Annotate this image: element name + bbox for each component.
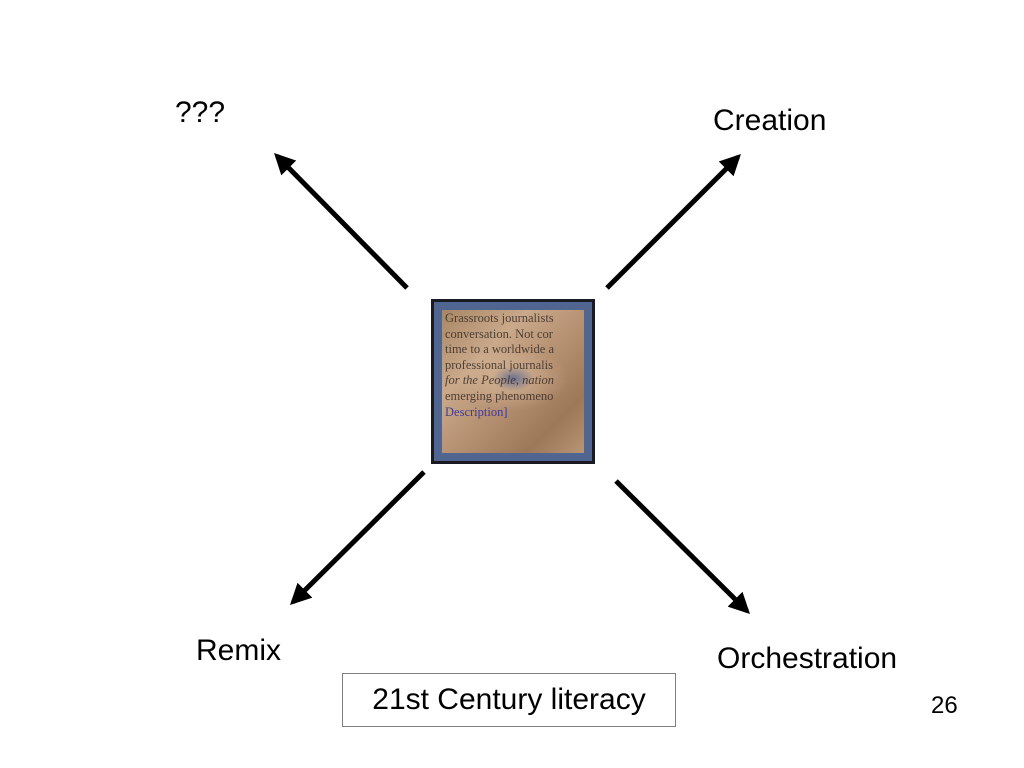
- arrow-bottom-left: [290, 470, 426, 605]
- image-text-snippet: Grassroots journalists conversation. Not…: [445, 311, 584, 420]
- caption-box: 21st Century literacy: [342, 673, 676, 727]
- snippet-line: professional journalis: [445, 357, 553, 372]
- arrow-top-left: [274, 153, 409, 290]
- snippet-line: time to a worldwide a: [445, 342, 554, 357]
- snippet-line: emerging phenomeno: [445, 388, 554, 403]
- arrow-top-right: [605, 154, 741, 290]
- snippet-line: conversation. Not cor: [445, 326, 553, 341]
- center-image: Grassroots journalists conversation. Not…: [431, 299, 595, 464]
- eye-text-collage: Grassroots journalists conversation. Not…: [442, 310, 584, 453]
- label-orchestration: Orchestration: [717, 642, 898, 675]
- snippet-line: Description]: [445, 404, 508, 419]
- page-number: 26: [931, 692, 958, 719]
- arrow-bottom-right: [614, 479, 750, 614]
- label-unknown: ???: [175, 96, 226, 129]
- label-remix: Remix: [196, 634, 282, 667]
- label-creation: Creation: [713, 104, 827, 137]
- snippet-line: for the People, nation: [445, 373, 555, 388]
- snippet-line: Grassroots journalists: [445, 311, 554, 325]
